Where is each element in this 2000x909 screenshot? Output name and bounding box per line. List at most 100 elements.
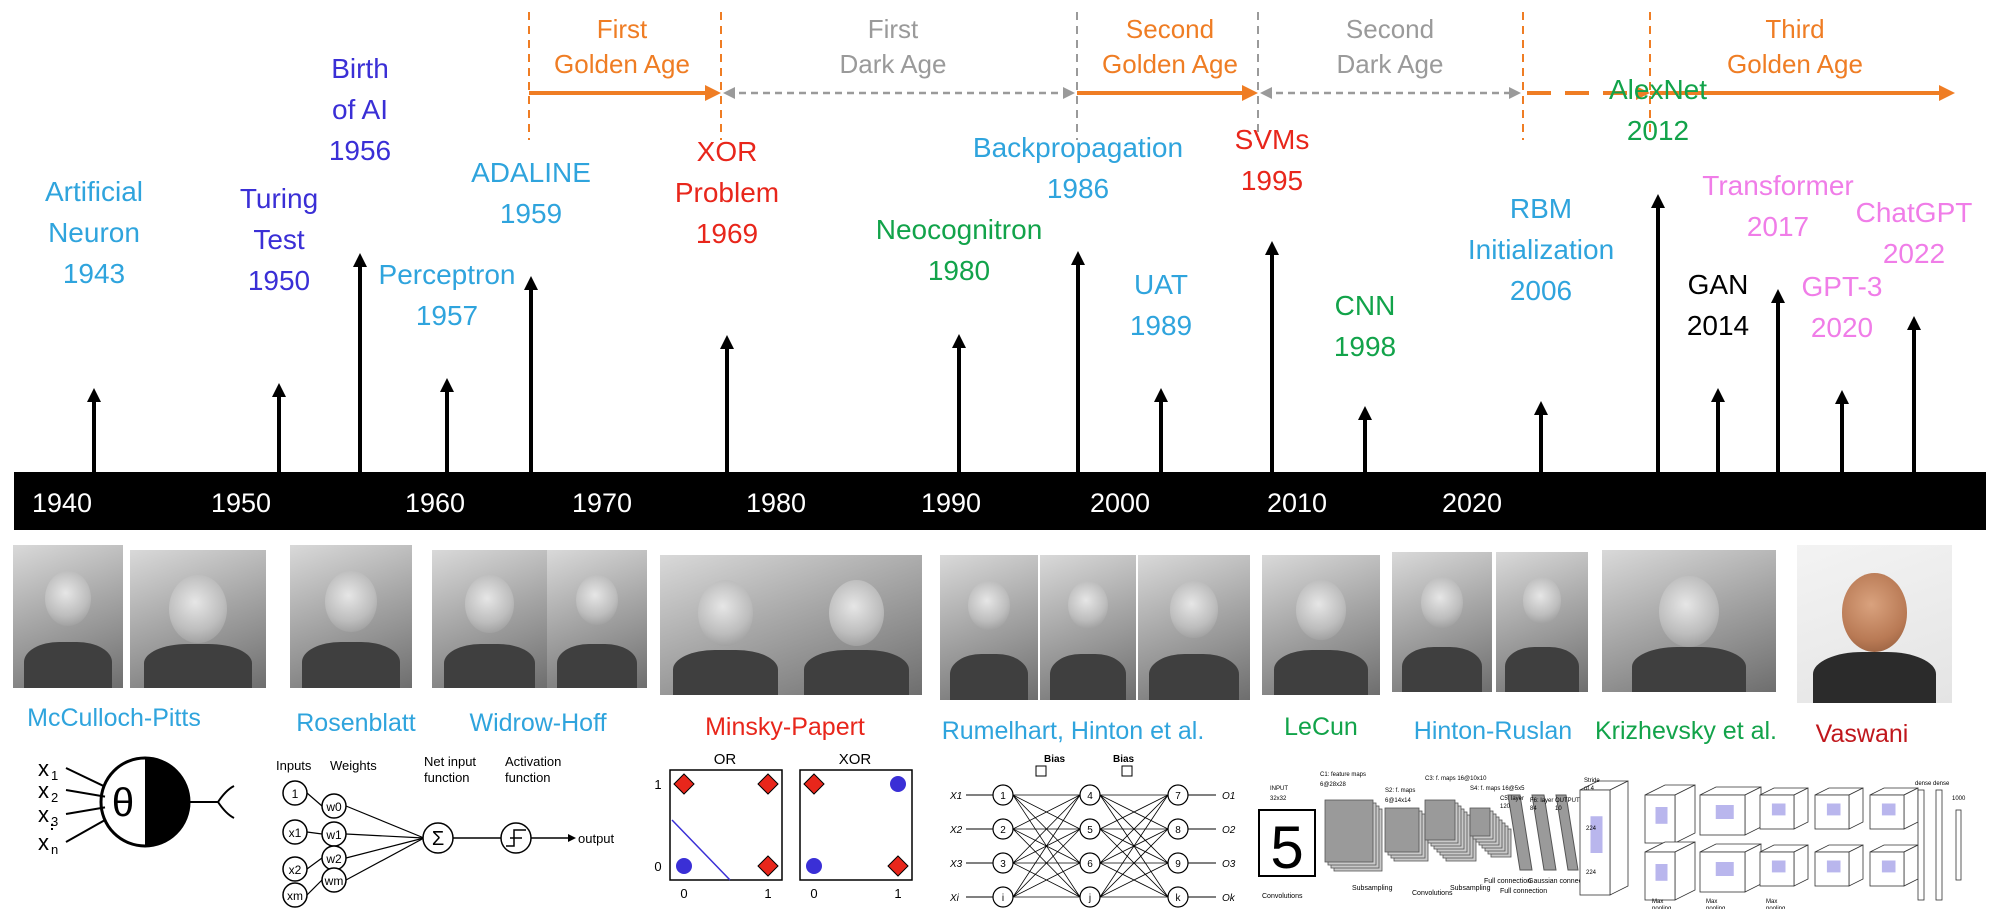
person-caption-7: Krizhevsky et al. <box>1595 717 1777 745</box>
era-label-0-1: Golden Age <box>554 49 690 79</box>
lenet-top-label-1: 32x32 <box>1270 796 1287 802</box>
era-label-3-1: Dark Age <box>1337 49 1444 79</box>
timeline-bar <box>14 472 1986 530</box>
event-label-1959-0: ADALINE <box>471 157 591 188</box>
neuron-half <box>145 758 189 846</box>
event-label-1969-2: 1969 <box>696 218 758 249</box>
alexnet-label-4: Max <box>1652 899 1663 905</box>
alexnet-label-7: pooling <box>1706 906 1725 909</box>
alexnet-block-side-4b <box>1848 844 1864 887</box>
backprop-node <box>1079 886 1101 908</box>
event-label-1956-1: of AI <box>332 94 388 125</box>
era-arrow-head-2 <box>1242 85 1258 101</box>
alexnet-block-side-2a <box>1744 786 1762 836</box>
portrait-photo-4 <box>547 550 647 688</box>
backprop-edge-ho <box>1099 828 1169 898</box>
logic-plot-title-0: OR <box>714 751 737 768</box>
neuron-input-line-0 <box>65 767 106 788</box>
person-caption-4: Rumelhart, Hinton et al. <box>942 717 1205 745</box>
portrait-body <box>949 653 1029 700</box>
portrait-face <box>1170 581 1218 638</box>
person-caption-8: Vaswani <box>1816 720 1909 748</box>
perceptron-in-w-3 <box>306 879 323 896</box>
event-arrow-head-1969 <box>720 335 734 349</box>
alexnet-block-side-2b <box>1744 843 1762 893</box>
event-label-1943-0: Artificial <box>45 176 143 207</box>
event-label-1980-0: Neocognitron <box>876 214 1043 245</box>
perceptron-header-weights: Weights <box>330 758 377 773</box>
era-label-4-0: Third <box>1765 14 1824 44</box>
event-label-2022-0: ChatGPT <box>1856 197 1973 228</box>
era-label-3-0: Second <box>1346 14 1434 44</box>
backprop-node <box>1079 852 1101 874</box>
portrait-face <box>465 574 514 633</box>
event-arrow-head-1998 <box>1358 406 1372 420</box>
alexnet-label-3: 224 <box>1586 870 1597 876</box>
lenet-top-label-4: S2: f. maps <box>1385 788 1415 794</box>
event-arrow-head-1980 <box>952 334 966 348</box>
portrait-photo-8 <box>1138 555 1250 700</box>
portrait-photo-12 <box>1602 550 1776 692</box>
logic-plot-blue-point-0 <box>806 858 822 874</box>
person-caption-6: Hinton-Ruslan <box>1414 717 1572 745</box>
perceptron-output-label: output <box>578 831 615 846</box>
perceptron-w-sum-3 <box>345 837 425 881</box>
era-label-4-1: Golden Age <box>1727 49 1863 79</box>
lenet-top-label-0: INPUT <box>1270 786 1288 792</box>
event-label-2006-1: Initialization <box>1468 234 1614 265</box>
event-arrow-head-2020 <box>1835 390 1849 404</box>
event-arrow-head-1943 <box>87 388 101 402</box>
portrait-face <box>697 580 753 647</box>
event-label-2012-1: 2012 <box>1627 115 1689 146</box>
alexnet-kernel-4a <box>1826 803 1841 816</box>
backprop-edge-ih <box>1012 828 1081 898</box>
event-label-2017-0: Transformer <box>1702 170 1853 201</box>
event-arrow-head-1956 <box>353 253 367 267</box>
event-label-1980-1: 1980 <box>928 255 990 286</box>
axis-tick-label-1990: 1990 <box>921 488 981 518</box>
backprop-node-label: 8 <box>1175 825 1181 836</box>
logic-plot-title-1: XOR <box>839 751 872 768</box>
portrait-photo-6 <box>940 555 1038 700</box>
event-arrow-head-1950 <box>272 383 286 397</box>
portrait-body <box>1049 653 1127 700</box>
alexnet-kernel-2b <box>1715 862 1734 876</box>
alexnet-output <box>1955 809 1962 881</box>
era-arrow-head-left-3 <box>1260 87 1272 99</box>
backprop-node-label: 2 <box>1000 825 1006 836</box>
backprop-input-label-2: X3 <box>949 859 963 870</box>
lenet-top-label-8: C5: layer <box>1500 796 1524 802</box>
lenet-top-label-9: 120 <box>1500 804 1511 810</box>
event-label-2006-2: 2006 <box>1510 275 1572 306</box>
era-label-0-0: First <box>597 14 648 44</box>
event-label-2012-0: AlexNet <box>1609 74 1707 105</box>
logic-plot-red-point-2 <box>757 855 779 877</box>
alexnet-block-side-3b <box>1793 844 1809 887</box>
event-label-2020-1: 2020 <box>1811 312 1873 343</box>
alexnet-kernel-3b <box>1771 860 1786 873</box>
lenet-bottom-label-1: Subsampling <box>1352 885 1393 892</box>
event-label-2020-0: GPT-3 <box>1802 271 1883 302</box>
portrait-body <box>1402 647 1482 692</box>
event-arrow-head-2017 <box>1771 289 1785 303</box>
perceptron-weight-label-3: wm <box>324 874 344 888</box>
event-label-2022-1: 2022 <box>1883 238 1945 269</box>
alexnet-kernel-4b <box>1826 860 1841 873</box>
lenet-digit: 5 <box>1270 814 1303 881</box>
backprop-edge-ho <box>1099 862 1169 898</box>
logic-plot-red-point-1 <box>757 773 779 795</box>
logic-plot-red-point-0 <box>673 773 695 795</box>
alexnet-block-front-5b <box>1869 851 1905 887</box>
portrait-photo-13 <box>1797 545 1952 703</box>
event-label-1995-1: 1995 <box>1241 165 1303 196</box>
era-arrow-head-right-1 <box>1063 87 1075 99</box>
backprop-node-label: i <box>1002 893 1004 904</box>
